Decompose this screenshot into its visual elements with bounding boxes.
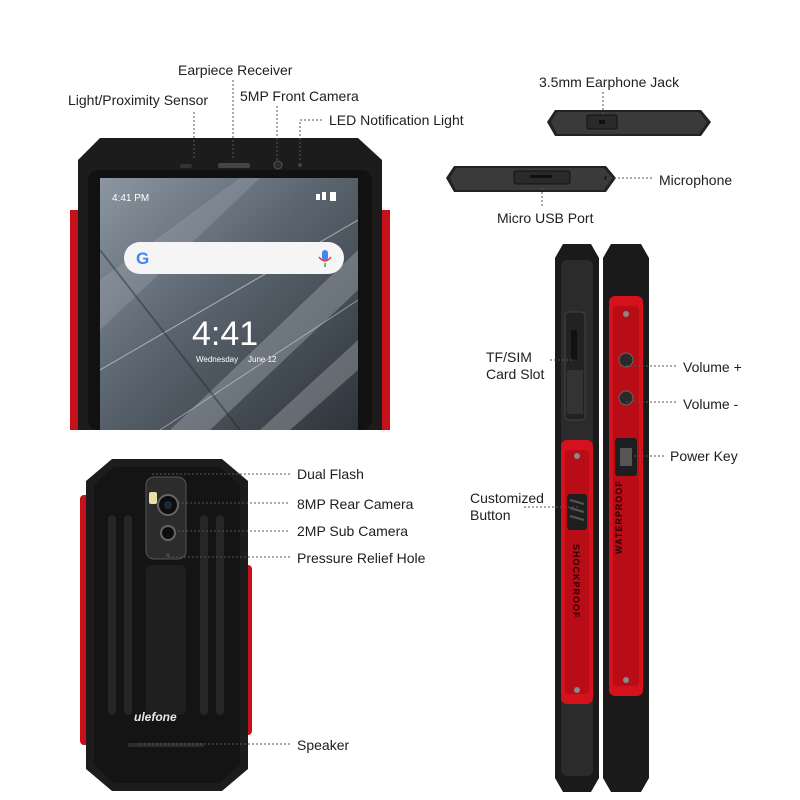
label-customized-button-line2: Button	[470, 507, 511, 523]
label-front-camera: 5MP Front Camera	[240, 88, 359, 104]
home-date-day: Wednesday	[196, 355, 238, 364]
front-camera-icon	[273, 160, 283, 170]
volume-down-button-icon[interactable]	[618, 390, 634, 406]
label-customized-button-line1: Customized	[470, 490, 544, 506]
earpiece-grill-icon	[218, 163, 250, 168]
label-volume-down: Volume -	[683, 396, 739, 412]
label-earpiece: Earpiece Receiver	[178, 62, 293, 78]
status-icons	[316, 192, 336, 201]
google-search-bar[interactable]	[124, 242, 344, 274]
label-volume-up: Volume +	[683, 359, 742, 375]
phone-front-view: 4:41 PM G 4:41 Wednesday June 12	[70, 138, 390, 430]
label-rear-camera: 8MP Rear Camera	[297, 496, 414, 512]
phone-right-side: WATERPROOF	[603, 244, 649, 792]
sub-camera-icon	[160, 525, 176, 541]
waterproof-text: WATERPROOF	[614, 480, 624, 554]
phone-bottom-edge	[446, 166, 616, 192]
light-sensor-icon	[180, 164, 192, 168]
label-light-sensor: Light/Proximity Sensor	[68, 92, 209, 108]
shockproof-text: SHOCKPROOF	[571, 544, 581, 619]
label-led: LED Notification Light	[329, 112, 464, 128]
label-microphone: Microphone	[659, 172, 733, 188]
dual-flash-icon	[149, 492, 157, 504]
customized-button-icon[interactable]	[567, 494, 587, 530]
phone-back-view: ulefone	[80, 459, 252, 791]
label-sub-camera: 2MP Sub Camera	[297, 523, 409, 539]
label-usb-port: Micro USB Port	[497, 210, 594, 226]
status-time: 4:41 PM	[112, 193, 149, 204]
volume-up-button-icon[interactable]	[618, 352, 634, 368]
phone-left-side: SHOCKPROOF	[555, 244, 599, 792]
label-earphone-jack: 3.5mm Earphone Jack	[539, 74, 680, 90]
mic-icon[interactable]	[318, 250, 332, 267]
google-g-icon: G	[136, 249, 149, 268]
phone-top-edge	[547, 110, 711, 136]
pressure-relief-hole-icon	[166, 553, 170, 557]
brand-logo: ulefone	[134, 710, 177, 724]
label-dual-flash: Dual Flash	[297, 466, 364, 482]
home-date: June 12	[248, 355, 277, 364]
power-key-icon[interactable]	[615, 438, 637, 476]
label-power-key: Power Key	[670, 448, 738, 464]
label-speaker: Speaker	[297, 737, 350, 753]
label-relief-hole: Pressure Relief Hole	[297, 550, 426, 566]
back-ridges	[108, 515, 224, 715]
label-tf-sim-line2: Card Slot	[486, 366, 545, 382]
phone-screen	[100, 178, 358, 430]
label-tf-sim-line1: TF/SIM	[486, 349, 532, 365]
led-light-icon	[298, 163, 302, 167]
home-clock: 4:41	[192, 315, 258, 353]
